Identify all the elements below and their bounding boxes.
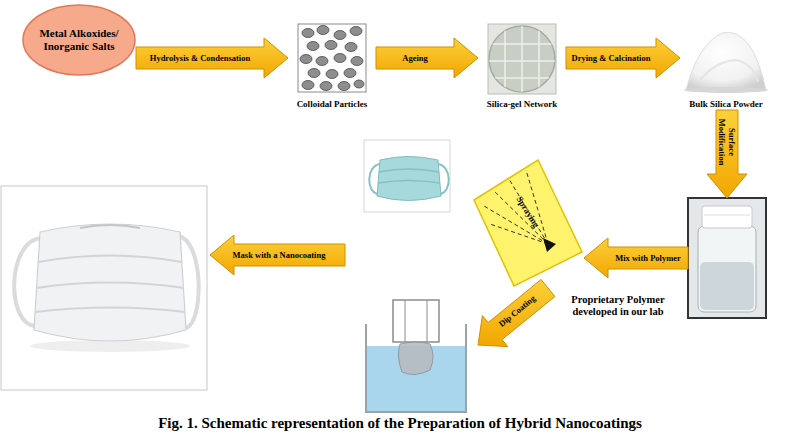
colloid-image	[298, 24, 366, 92]
colloid-image-part-part	[325, 41, 337, 50]
polymer-jar-image-part	[702, 206, 752, 228]
colloid-image-part-part	[354, 80, 364, 88]
block-arrow	[707, 110, 747, 198]
node-label: Silica-gel Network	[470, 99, 574, 110]
silica-gel-image-part-part	[538, 24, 540, 94]
dip-beaker-image-part	[367, 346, 465, 411]
dip-beaker-image-part	[405, 300, 406, 342]
arrow-label: Hydrolysis & Condensation	[138, 48, 262, 68]
colloid-image-part-part	[308, 69, 320, 78]
dip-beaker-image-part	[366, 324, 466, 412]
dip-beaker-image-part	[398, 342, 433, 375]
silica-gel-image	[488, 24, 556, 94]
arrow-label: Drying & Calcination	[568, 48, 654, 68]
image-node: Colloidal Particles	[288, 24, 376, 110]
coated-mask-image-part	[80, 225, 140, 228]
dip-arrow	[478, 280, 555, 347]
coated-mask-image-part	[34, 224, 186, 341]
diamond-shape	[474, 160, 582, 286]
mask-arrow-part	[210, 235, 345, 275]
dip-beaker-image	[366, 300, 466, 412]
source-circle: Metal Alkoxides/ Inorganic Salts	[22, 4, 136, 76]
coated-mask-image-part	[178, 236, 199, 328]
arrow-label: Ageing	[378, 48, 452, 68]
coated-mask-image-part	[14, 238, 42, 326]
polymer-jar-image-part	[704, 215, 750, 216]
block-arrow	[566, 38, 680, 78]
node-label: Metal Alkoxides/ Inorganic Salts	[22, 27, 136, 53]
colloid-image-part-part	[326, 70, 338, 79]
coated-mask-image-part	[35, 256, 185, 313]
arrow-label: Mask with a Nanocoating	[215, 245, 343, 265]
colloid-image-part-part	[307, 42, 319, 51]
colloid-image-part-part	[345, 43, 357, 52]
colloid-image-part-part	[344, 69, 356, 78]
silica-gel-image-part	[488, 24, 556, 94]
silica-powder-image-part	[686, 32, 766, 90]
colloid-image-part-part	[334, 31, 346, 40]
silica-gel-image-part-part	[488, 43, 556, 45]
spray-diamond: Spraying	[472, 156, 584, 288]
silica-gel-image-part-part	[504, 24, 506, 94]
colloid-image-part-part	[316, 57, 328, 66]
colloid-image-part-part	[302, 81, 314, 90]
silica-powder-image-part	[684, 87, 768, 93]
silica-gel-image-part-part	[521, 24, 523, 94]
node-label: Colloidal Particles	[280, 99, 384, 110]
small-mask-image	[364, 140, 450, 212]
arrow-label: Mix with Polymer	[610, 248, 686, 268]
small-mask-image-part	[438, 164, 449, 194]
image-node: Bulk Silica Powder	[680, 24, 772, 110]
small-mask-image-part	[364, 140, 450, 212]
node-label: Proprietary Polymer developed in our lab	[552, 294, 684, 318]
colloid-image-part-part	[317, 26, 329, 35]
colloid-image-part-part	[320, 82, 332, 91]
silica-gel-image-part	[488, 24, 556, 94]
circle-shape	[23, 5, 135, 75]
block-arrow	[376, 38, 478, 78]
colloid-image-part-part	[302, 29, 314, 38]
small-mask-image-part	[369, 164, 380, 194]
small-mask-image-part	[378, 169, 440, 183]
block-arrow	[136, 38, 288, 78]
dip-arrow-part	[478, 280, 555, 347]
mask-arrow	[210, 235, 345, 275]
colloid-image-part-part	[350, 27, 362, 36]
coated-mask-image	[1, 186, 207, 390]
colloid-image-part-part	[334, 54, 346, 63]
polymer-jar-image-part	[688, 198, 766, 318]
silica-powder-image-part	[700, 60, 758, 82]
dip-beaker-image-part	[393, 300, 439, 342]
image-node: Proprietary Polymer developed in our lab	[688, 198, 766, 318]
silica-powder-image	[684, 32, 768, 93]
polymer-jar-image-part	[698, 226, 756, 312]
colloid-image-part	[300, 26, 364, 91]
colloid-image-part-part	[300, 55, 312, 64]
arrow-label: Surface Modification	[717, 112, 737, 172]
arrow-label: Dip Coating	[486, 283, 548, 339]
silica-gel-image-part	[489, 26, 555, 92]
colloid-image-part	[298, 24, 366, 92]
silica-gel-image-part-part	[488, 60, 556, 62]
figure-caption: Fig. 1. Schematic representation of the …	[0, 414, 800, 432]
small-mask-image-part	[377, 157, 441, 201]
coated-mask-image-part	[1, 186, 207, 390]
colloid-image-part-part	[351, 57, 363, 66]
colloid-image-part-part	[338, 82, 350, 91]
block-arrow	[584, 238, 688, 278]
polymer-jar-image	[688, 198, 766, 318]
node-label: Bulk Silica Powder	[672, 99, 780, 110]
silica-gel-image-part-part	[488, 77, 556, 79]
image-node: Silica-gel Network	[478, 24, 566, 110]
coated-mask-image-part	[30, 340, 190, 352]
dip-beaker-image-part	[427, 300, 428, 342]
polymer-jar-image-part	[700, 262, 754, 310]
